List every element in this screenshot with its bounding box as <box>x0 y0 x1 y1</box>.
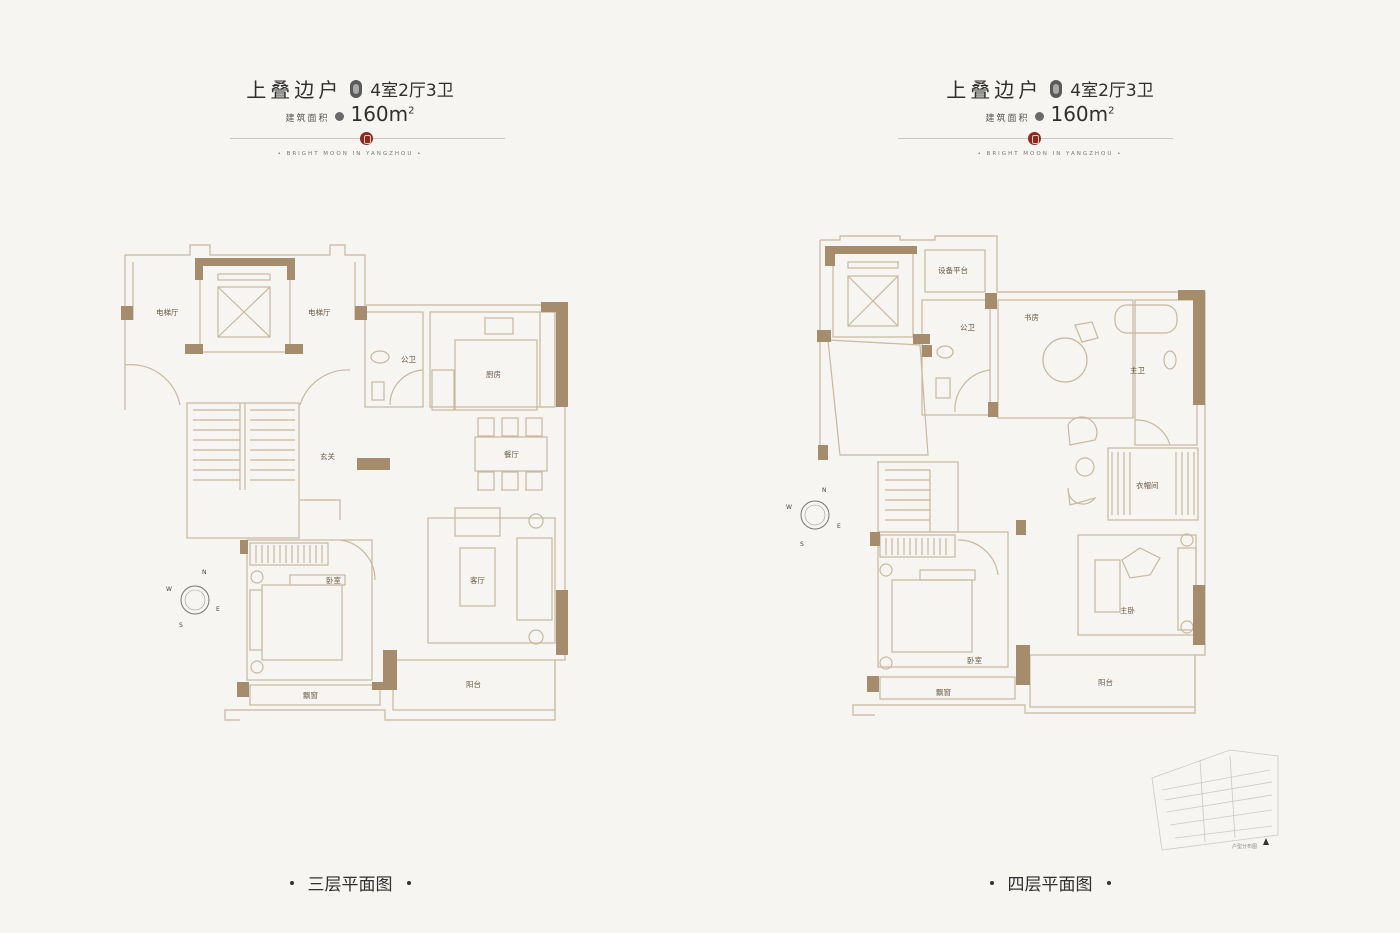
left-footer: 三层平面图 <box>0 870 700 895</box>
left-title-row: 上叠边户 4室2厅3卫 <box>0 74 700 103</box>
right-compass-e: E <box>837 523 841 530</box>
right-footer: 四层平面图 <box>700 870 1400 895</box>
left-unit-title: 上叠边户 <box>246 78 343 102</box>
left-area-label: 建筑面积 <box>285 114 330 124</box>
right-compass-w: W <box>786 504 792 511</box>
left-area-row: 建筑面积 160m2 <box>0 102 700 126</box>
label-public-bath: 公卫 <box>401 355 416 364</box>
label-bedroom-4f: 卧室 <box>967 655 982 665</box>
right-area-label: 建筑面积 <box>985 114 1030 124</box>
label-foyer: 玄关 <box>320 451 335 461</box>
site-key-map <box>1151 749 1279 851</box>
right-area-value: 160m2 <box>1050 102 1115 126</box>
label-balcony: 阳台 <box>466 679 481 689</box>
right-unit-title: 上叠边户 <box>946 78 1043 102</box>
right-seal-icon <box>1028 132 1041 145</box>
floor-4-panel: 上叠边户 4室2厅3卫 建筑面积 160m2 • BRIGHT MOON IN … <box>700 0 1400 933</box>
left-floor-title: 三层平面图 <box>307 875 393 895</box>
right-footer-dot-icon-2 <box>1106 880 1111 885</box>
right-footer-dot-icon <box>989 880 994 885</box>
label-master-bedroom: 主卧 <box>1120 605 1136 615</box>
left-title-badge-icon <box>350 79 363 98</box>
floor-3-plan: 电梯厅 电梯厅 公卫 厨房 玄关 餐厅 卧室 客厅 飘窗 阳台 N S E W <box>121 244 568 721</box>
right-title-row: 上叠边户 4室2厅3卫 <box>700 74 1400 103</box>
label-wardrobe: 衣帽间 <box>1136 480 1159 490</box>
label-equipment-platform: 设备平台 <box>938 265 968 275</box>
left-tagline: • BRIGHT MOON IN YANGZHOU • <box>277 151 423 157</box>
left-compass-n: N <box>202 569 207 576</box>
right-room-count: 4室2厅3卫 <box>1070 81 1154 101</box>
label-study: 书房 <box>1024 312 1039 322</box>
label-dining: 餐厅 <box>504 450 519 459</box>
right-compass-icon: N S E W <box>786 487 841 548</box>
key-map-north-icon <box>1263 838 1269 845</box>
left-compass-e: E <box>216 606 220 613</box>
left-footer-dot-icon <box>289 880 294 885</box>
left-footer-dot-icon-2 <box>406 880 411 885</box>
label-kitchen: 厨房 <box>486 369 501 379</box>
left-room-count: 4室2厅3卫 <box>370 81 454 101</box>
right-title-badge-icon <box>1050 79 1063 98</box>
left-seal-icon <box>360 132 373 145</box>
label-bay-window: 飘窗 <box>303 690 318 700</box>
label-elevator-hall-right: 电梯厅 <box>308 307 331 317</box>
label-master-bath: 主卫 <box>1130 365 1146 375</box>
right-compass-n: N <box>822 487 827 494</box>
left-area-value: 160m2 <box>350 102 415 126</box>
label-public-bath-4f: 公卫 <box>960 323 975 332</box>
right-area-row: 建筑面积 160m2 <box>700 102 1400 126</box>
right-compass-s: S <box>800 541 804 548</box>
floor-4-plan: 设备平台 公卫 书房 主卫 衣帽间 主卧 卧室 飘窗 阳台 N S E W 户型… <box>786 235 1279 851</box>
left-area-dot-icon <box>335 112 345 121</box>
label-bedroom: 卧室 <box>326 575 341 585</box>
label-balcony-4f: 阳台 <box>1098 677 1113 687</box>
floor-3-panel: 上叠边户 4室2厅3卫 建筑面积 160m2 • BRIGHT MOON IN … <box>0 74 700 895</box>
right-area-dot-icon <box>1035 112 1045 121</box>
left-compass-w: W <box>166 586 172 593</box>
left-compass-s: S <box>179 622 183 629</box>
left-compass-icon: N S E W <box>166 569 220 629</box>
label-bay-window-4f: 飘窗 <box>936 687 951 697</box>
key-map-label: 户型分布图 <box>1232 843 1257 850</box>
right-tagline: • BRIGHT MOON IN YANGZHOU • <box>977 151 1123 157</box>
label-elevator-hall-left: 电梯厅 <box>156 307 179 317</box>
right-floor-title: 四层平面图 <box>1007 875 1093 895</box>
label-living: 客厅 <box>470 575 485 585</box>
